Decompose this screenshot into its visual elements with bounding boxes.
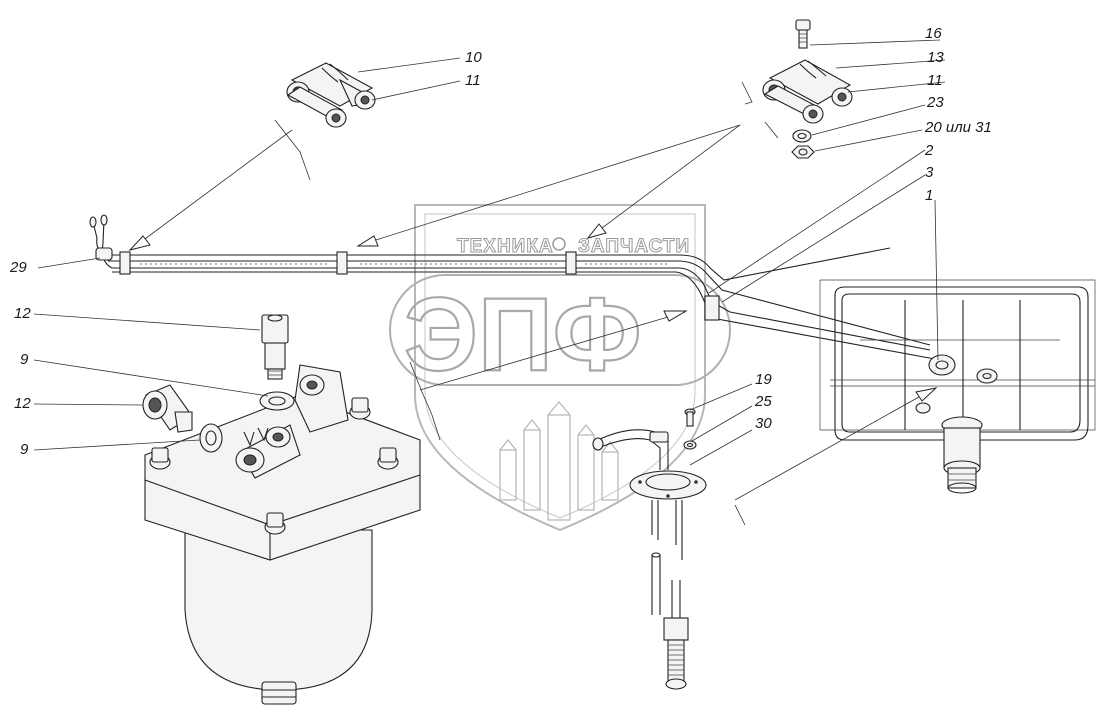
fitting-12-lower	[142, 384, 193, 433]
callout-10: 10	[465, 49, 482, 66]
callout-labels: 16 10 13 11 11 23 20 или 31 2 3 1 29 12 …	[9, 25, 992, 458]
callout-9-lower: 9	[20, 441, 29, 458]
callout-3: 3	[925, 164, 934, 181]
callout-30: 30	[755, 415, 772, 432]
fuel-intake-assembly	[592, 429, 707, 690]
callout-9-upper: 9	[20, 351, 29, 368]
callout-23: 23	[926, 94, 944, 111]
watermark-text-zapchasti: ЗАПЧАСТИ	[578, 236, 690, 257]
pipe-connector-block	[704, 295, 720, 321]
washer-9-upper	[259, 391, 295, 411]
callout-1: 1	[925, 187, 933, 204]
callout-12-lower: 12	[14, 395, 31, 412]
bolt-16	[795, 19, 811, 31]
watermark-text-technika: ТЕХНИКА	[457, 236, 554, 257]
fuel-pipe-bundle	[89, 214, 941, 361]
fuel-tank	[819, 279, 1096, 494]
screw-19	[684, 408, 696, 427]
callout-29: 29	[9, 259, 27, 276]
pipe-clamp-middle	[336, 251, 348, 275]
callout-16: 16	[925, 25, 942, 42]
clamp-assembly-10-11	[286, 62, 376, 128]
watermark-logo: ТЕХНИКА ЗАПЧАСТИ ЭПФ	[389, 204, 731, 532]
washer-25	[683, 440, 697, 450]
flow-arrow-icon	[243, 427, 269, 447]
callout-leaders	[33, 39, 946, 466]
pipe-clamp-left	[119, 251, 131, 275]
callout-11-right: 11	[927, 72, 943, 89]
callout-13: 13	[927, 49, 944, 66]
nut-20-31	[791, 145, 815, 159]
watermark-stalks	[499, 401, 619, 521]
callout-2: 2	[924, 142, 934, 159]
washer-23	[792, 129, 812, 143]
callout-19: 19	[755, 371, 772, 388]
assembly-arrows	[128, 81, 938, 526]
callout-11-left: 11	[465, 72, 481, 89]
callout-20-or-31: 20 или 31	[924, 119, 992, 136]
clamp-assembly-13-11	[762, 19, 853, 159]
washer-9-lower	[199, 423, 223, 453]
callout-12-upper: 12	[14, 305, 31, 322]
filter-lid-bolts	[149, 397, 399, 535]
watermark-text-epf: ЭПФ	[404, 277, 642, 393]
gear-icon	[552, 237, 566, 251]
callout-25: 25	[754, 393, 772, 410]
fitting-12-upper	[261, 314, 289, 380]
pipe-clamp-right	[565, 251, 577, 275]
